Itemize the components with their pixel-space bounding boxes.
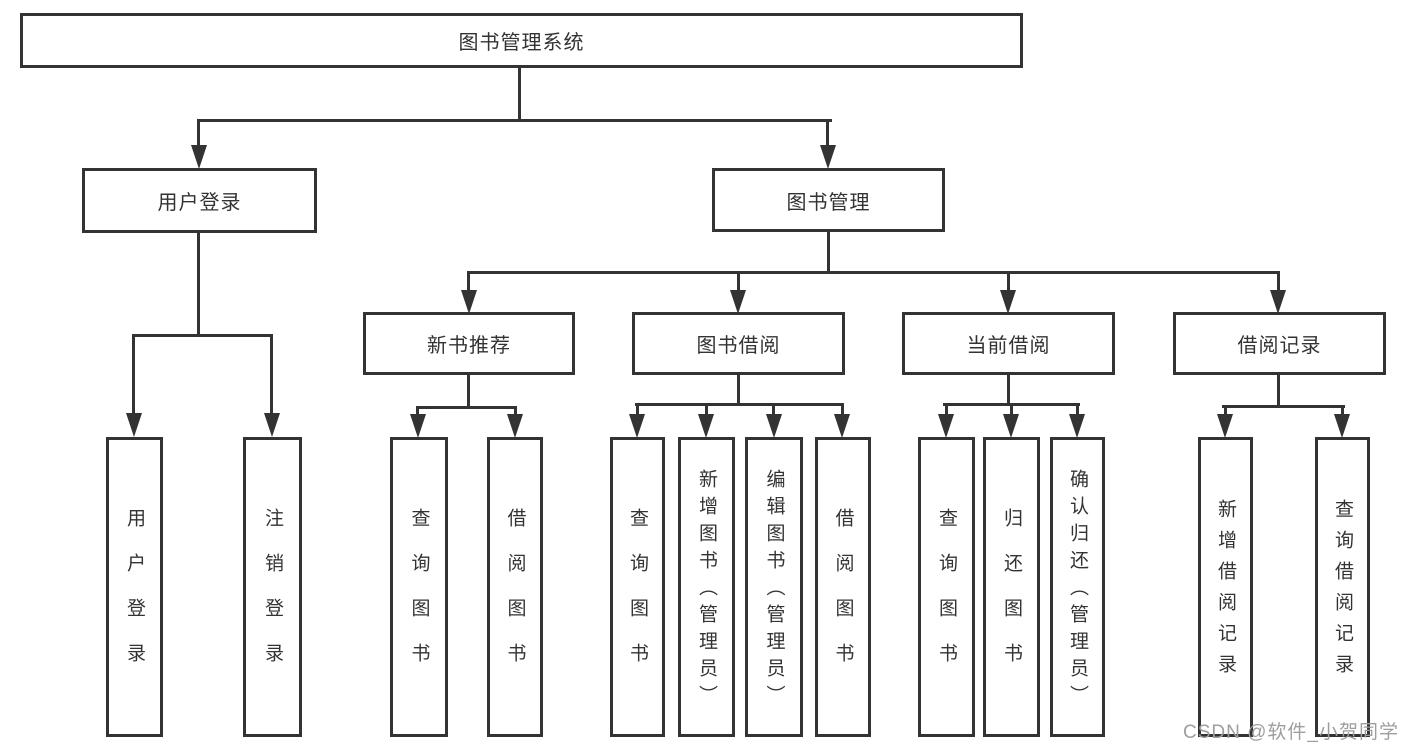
connector-to-current-borrowing-line — [1007, 271, 1010, 293]
connector-root-to-book-management-line — [826, 119, 829, 147]
node-current-borrowing: 当前借阅 — [902, 312, 1115, 375]
leaf-user-login: 用户登录 — [106, 437, 163, 737]
node-book-borrowing: 图书借阅 — [632, 312, 845, 375]
connector-to-bb-edit-line — [772, 403, 775, 417]
arrowhead-to-br-query — [1334, 414, 1350, 438]
arrowhead-to-cb-query — [938, 414, 954, 438]
node-user-login: 用户登录 — [82, 168, 317, 233]
arrowhead-to-cb-return — [1003, 414, 1019, 438]
connector-to-br-query-line — [1341, 405, 1344, 417]
connector-to-br-add-line — [1224, 405, 1227, 417]
connector-to-book-borrowing-line — [737, 271, 740, 293]
connector-borrowing-records-rail — [1222, 405, 1345, 408]
leaf-br-add-record: 新增借阅记录 — [1198, 437, 1253, 737]
connector-book-borrowing-rail — [635, 403, 844, 406]
connector-new-book-recommend-rail — [416, 406, 517, 409]
leaf-logout: 注销登录 — [243, 437, 302, 737]
leaf-rec-query-books: 查询图书 — [390, 437, 448, 737]
arrowhead-to-cb-confirm — [1069, 414, 1085, 438]
node-root: 图书管理系统 — [20, 13, 1023, 68]
connector-to-cb-confirm-line — [1076, 403, 1079, 417]
leaf-cb-return-books: 归还图书 — [983, 437, 1040, 737]
leaf-bb-add-books-admin: 新增图书（管理员） — [678, 437, 735, 737]
connector-book-management-rail — [467, 271, 1280, 274]
node-book-management: 图书管理 — [712, 168, 945, 232]
arrowhead-to-book-borrowing — [730, 290, 746, 314]
arrowhead-to-current-borrowing — [1000, 290, 1016, 314]
node-new-book-recommend: 新书推荐 — [363, 312, 575, 375]
connector-user-login-stub — [197, 231, 200, 336]
connector-book-borrowing-stub — [737, 373, 740, 406]
arrowhead-to-br-add — [1217, 414, 1233, 438]
connector-user-login-rail — [132, 334, 273, 337]
arrowhead-root-to-user-login — [191, 145, 207, 169]
connector-to-cb-return-line — [1010, 403, 1013, 417]
arrowhead-to-rec-query — [410, 414, 426, 438]
connector-to-bb-query-line — [636, 403, 639, 417]
connector-new-book-recommend-stub — [467, 373, 470, 409]
connector-to-cb-query-line — [945, 403, 948, 417]
arrowhead-to-bb-query — [629, 414, 645, 438]
leaf-bb-borrow-books: 借阅图书 — [815, 437, 871, 737]
connector-root-rail — [197, 119, 832, 122]
arrowhead-to-bb-borrow — [834, 414, 850, 438]
leaf-cb-confirm-return-admin: 确认归还（管理员） — [1050, 437, 1105, 737]
connector-to-leaf-logout-line — [270, 334, 273, 415]
connector-to-bb-add-line — [705, 403, 708, 417]
connector-to-rec-borrow-line — [514, 406, 517, 418]
arrowhead-to-new-book-recommend — [461, 290, 477, 314]
connector-to-bb-borrow-line — [841, 403, 844, 417]
arrowhead-to-bb-add — [698, 414, 714, 438]
leaf-bb-edit-books-admin: 编辑图书（管理员） — [745, 437, 803, 737]
connector-book-management-stub — [827, 230, 830, 274]
arrowhead-to-leaf-user-login — [126, 413, 142, 437]
connector-root-stub — [518, 66, 521, 122]
connector-root-to-user-login-line — [197, 119, 200, 147]
connector-to-borrowing-records-line — [1277, 271, 1280, 293]
connector-borrowing-records-stub — [1277, 373, 1280, 408]
connector-to-new-book-recommend-line — [467, 271, 470, 293]
arrowhead-to-rec-borrow — [507, 414, 523, 438]
connector-to-leaf-user-login-line — [132, 334, 135, 415]
leaf-bb-query-books: 查询图书 — [610, 437, 665, 737]
connector-to-rec-query-line — [416, 406, 419, 418]
connector-current-borrowing-stub — [1007, 373, 1010, 406]
watermark: CSDN @软件_小贺同学 — [1183, 722, 1399, 743]
leaf-rec-borrow-books: 借阅图书 — [487, 437, 543, 737]
arrowhead-to-leaf-logout — [264, 413, 280, 437]
node-borrowing-records: 借阅记录 — [1173, 312, 1386, 375]
arrowhead-root-to-book-management — [820, 145, 836, 169]
leaf-br-query-record: 查询借阅记录 — [1315, 437, 1370, 737]
arrowhead-to-bb-edit — [766, 414, 782, 438]
leaf-cb-query-books: 查询图书 — [918, 437, 975, 737]
arrowhead-to-borrowing-records — [1270, 290, 1286, 314]
